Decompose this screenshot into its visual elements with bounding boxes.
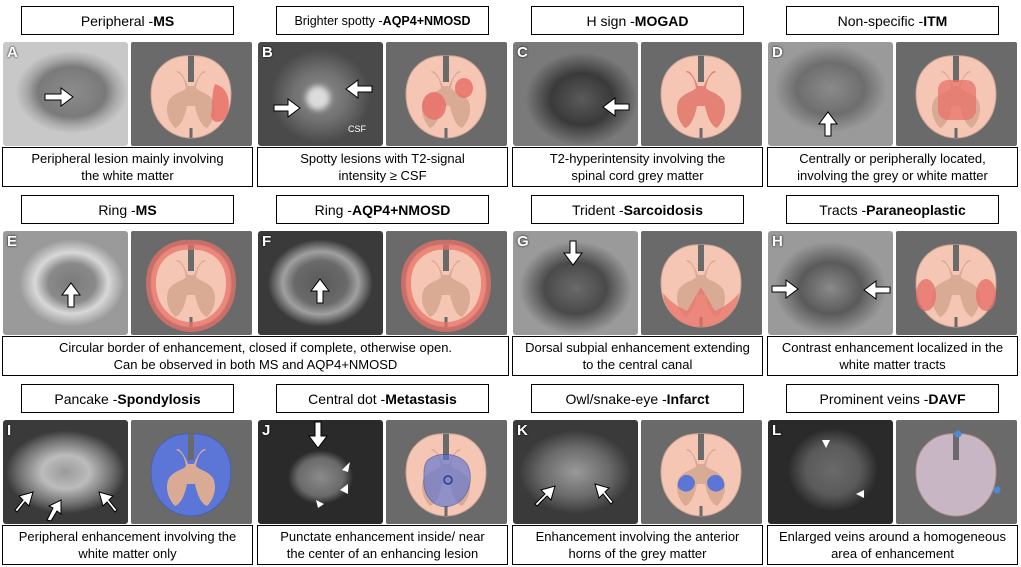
panel-l: Prominent veins - DAVF L Enlarged veins … xyxy=(765,378,1020,567)
cord-schematic xyxy=(896,231,1017,335)
panel-i: Pancake - Spondylosis I Peripheral enhan… xyxy=(0,378,255,567)
panel-h: Tracts - Paraneoplastic H Contrast enhan… xyxy=(765,189,1020,378)
panel-title: Trident - Sarcoidosis xyxy=(531,195,744,224)
cord-schematic xyxy=(386,42,507,146)
cord-schematic xyxy=(641,42,762,146)
mri-image: A xyxy=(3,42,128,146)
mri-image: J xyxy=(258,420,383,524)
panel-c: H sign - MOGAD C T2-hyperintensity invol… xyxy=(510,0,765,189)
panel-title: Ring - AQP4+NMOSD xyxy=(276,195,489,224)
panel-b: Brighter spotty - AQP4+NMOSD B CSF Spott… xyxy=(255,0,510,189)
cord-schematic xyxy=(641,231,762,335)
panel-title: Ring - MS xyxy=(21,195,234,224)
panel-letter: K xyxy=(517,422,528,439)
mri-image: D xyxy=(768,42,893,146)
cord-schematic xyxy=(641,420,762,524)
panel-title: Brighter spotty - AQP4+NMOSD xyxy=(276,6,489,35)
mri-image: L xyxy=(768,420,893,524)
mri-image: F xyxy=(258,231,383,335)
mri-image: C xyxy=(513,42,638,146)
panel-letter: F xyxy=(262,233,272,250)
panel-title: Peripheral - MS xyxy=(21,6,234,35)
panel-g: Trident - Sarcoidosis G Dorsal subpial e… xyxy=(510,189,765,378)
panel-e: Ring - MS E xyxy=(0,189,255,378)
cord-schematic xyxy=(131,231,252,335)
panel-letter: B xyxy=(262,44,273,61)
mri-image: K xyxy=(513,420,638,524)
ring-description: Circular border of enhancement, closed i… xyxy=(2,336,509,376)
panel-title: Prominent veins - DAVF xyxy=(786,384,999,413)
cord-schematic xyxy=(386,231,507,335)
panel-title: H sign - MOGAD xyxy=(531,6,744,35)
panel-letter: G xyxy=(517,233,529,250)
panel-letter: J xyxy=(262,422,271,439)
csf-label: CSF xyxy=(348,124,366,134)
mri-image: G xyxy=(513,231,638,335)
cord-schematic xyxy=(386,420,507,524)
mri-image: I xyxy=(3,420,128,524)
panel-title: Non-specific - ITM xyxy=(786,6,999,35)
panel-title: Owl/snake-eye - Infarct xyxy=(531,384,744,413)
mri-image: E xyxy=(3,231,128,335)
cord-schematic xyxy=(896,42,1017,146)
cord-schematic xyxy=(131,42,252,146)
panel-title: Tracts - Paraneoplastic xyxy=(786,195,999,224)
panel-k: Owl/snake-eye - Infarct K Enhancement in… xyxy=(510,378,765,567)
cord-schematic xyxy=(131,420,252,524)
panel-description: Centrally or peripherally located,involv… xyxy=(767,147,1018,187)
mri-image: B CSF xyxy=(258,42,383,146)
panel-letter: E xyxy=(7,233,18,250)
panel-letter: H xyxy=(772,233,783,250)
panel-letter: L xyxy=(772,422,782,439)
panel-letter: C xyxy=(517,44,528,61)
panel-letter: A xyxy=(7,44,18,61)
panel-letter: I xyxy=(7,422,12,439)
panel-a: Peripheral - MS A Peripheral lesion main… xyxy=(0,0,255,189)
panel-letter: D xyxy=(772,44,783,61)
mri-image: H xyxy=(768,231,893,335)
panel-f: Ring - AQP4+NMOSD F xyxy=(255,189,510,378)
panel-title: Central dot - Metastasis xyxy=(276,384,489,413)
panel-j: Central dot - Metastasis J Punctate enha… xyxy=(255,378,510,567)
panel-title: Pancake - Spondylosis xyxy=(21,384,234,413)
cord-schematic xyxy=(896,420,1017,524)
panel-d: Non-specific - ITM D Centrally or periph… xyxy=(765,0,1020,189)
